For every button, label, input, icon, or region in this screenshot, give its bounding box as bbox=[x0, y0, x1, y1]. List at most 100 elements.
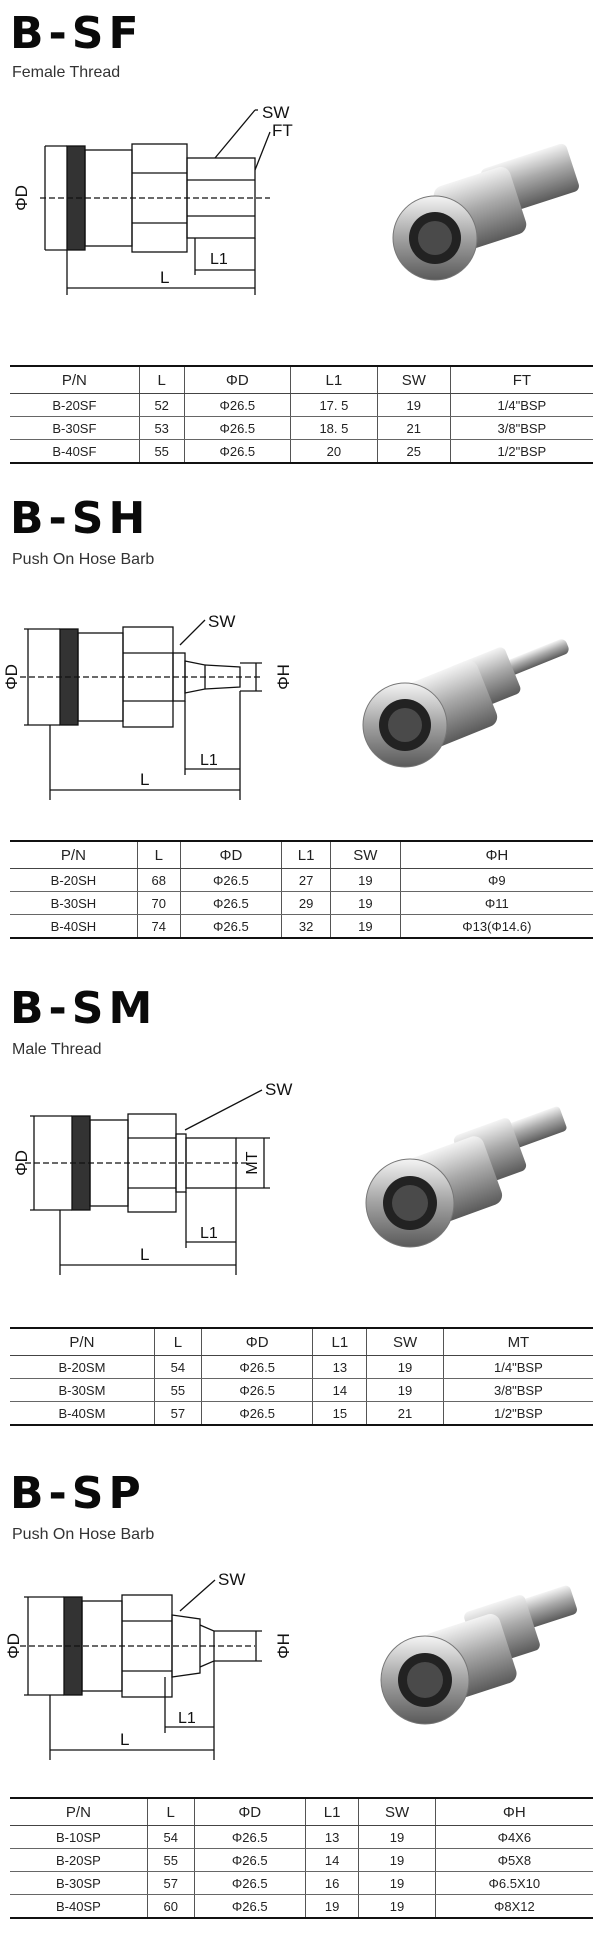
section-title: B-SF bbox=[10, 8, 144, 59]
cell: B-20SP bbox=[10, 1848, 148, 1872]
header-d: ΦD bbox=[183, 365, 291, 394]
dim-l1-label: L1 bbox=[200, 1225, 218, 1242]
cell: Φ26.5 bbox=[183, 393, 291, 417]
section-subtitle: Push On Hose Barb bbox=[12, 1526, 155, 1543]
cell: B-20SH bbox=[10, 868, 138, 892]
header-h: ΦH bbox=[399, 840, 593, 869]
dim-sw-label: SW bbox=[218, 1570, 245, 1589]
product-photo-b-sp bbox=[380, 1585, 578, 1725]
cell: Φ26.5 bbox=[183, 416, 291, 440]
header-mt: MT bbox=[442, 1327, 593, 1356]
cell: Φ26.5 bbox=[179, 914, 282, 939]
cell: 21 bbox=[376, 416, 451, 440]
cell: 19 bbox=[366, 1378, 444, 1402]
cell: Φ5X8 bbox=[434, 1848, 593, 1872]
cell: Φ26.5 bbox=[179, 891, 282, 915]
cell: 19 bbox=[366, 1355, 444, 1379]
cell: 1/4"BSP bbox=[449, 393, 593, 417]
cell: 32 bbox=[281, 914, 331, 939]
cell: 3/8"BSP bbox=[449, 416, 593, 440]
cell: 21 bbox=[366, 1401, 444, 1426]
dim-ft-label: FT bbox=[272, 121, 293, 140]
cell: 14 bbox=[312, 1378, 367, 1402]
dim-l-label: L bbox=[140, 1245, 149, 1264]
dim-sw-label: SW bbox=[265, 1080, 292, 1099]
cell: 29 bbox=[281, 891, 331, 915]
cell: Φ26.5 bbox=[179, 868, 282, 892]
cell: 1/2"BSP bbox=[442, 1401, 593, 1426]
dim-sw-label: SW bbox=[262, 103, 289, 122]
cell: B-10SP bbox=[10, 1825, 148, 1849]
dim-h-label: ΦH bbox=[274, 1633, 293, 1659]
cell: 19 bbox=[358, 1848, 436, 1872]
cell: 19 bbox=[358, 1871, 436, 1895]
section-b-sm: B-SM Male Thread ΦD L L1 SW MT bbox=[0, 975, 600, 1445]
dim-d-label: ΦD bbox=[2, 664, 21, 690]
section-title: B-SM bbox=[10, 983, 158, 1034]
cell: 60 bbox=[146, 1894, 195, 1919]
cell: B-30SH bbox=[10, 891, 138, 915]
section-title: B-SH bbox=[10, 493, 151, 544]
header-pn: P/N bbox=[10, 1327, 155, 1356]
table-header-row: P/N L ΦD L1 SW FT bbox=[10, 365, 593, 394]
cell: 3/8"BSP bbox=[442, 1378, 593, 1402]
cell: 1/2"BSP bbox=[449, 439, 593, 464]
dim-l-label: L bbox=[140, 770, 149, 789]
cell: Φ26.5 bbox=[200, 1378, 313, 1402]
header-sw: SW bbox=[366, 1327, 444, 1356]
section-b-sf: B-SF Female Thread ΦD L L1 SW FT bbox=[0, 0, 600, 480]
technical-drawing-b-sf: ΦD L L1 SW FT bbox=[12, 103, 293, 295]
dim-sw-label: SW bbox=[208, 612, 235, 631]
cell: Φ26.5 bbox=[200, 1355, 313, 1379]
cell: B-30SF bbox=[10, 416, 140, 440]
header-sw: SW bbox=[376, 365, 451, 394]
cell: Φ13(Φ14.6) bbox=[399, 914, 593, 939]
cell: 19 bbox=[376, 393, 451, 417]
cell: 68 bbox=[136, 868, 181, 892]
header-l: L bbox=[146, 1797, 195, 1826]
header-d: ΦD bbox=[179, 840, 282, 869]
cell: B-20SF bbox=[10, 393, 140, 417]
dim-l1-label: L1 bbox=[178, 1710, 196, 1727]
cell: 19 bbox=[304, 1894, 359, 1919]
cell: Φ26.5 bbox=[183, 439, 291, 464]
table-header-row: P/N L ΦD L1 SW ΦH bbox=[10, 1797, 593, 1826]
header-l: L bbox=[153, 1327, 202, 1356]
cell: 57 bbox=[146, 1871, 195, 1895]
dim-l-label: L bbox=[120, 1730, 129, 1749]
cell: B-40SH bbox=[10, 914, 138, 939]
section-subtitle: Female Thread bbox=[12, 64, 121, 81]
cell: 54 bbox=[146, 1825, 195, 1849]
header-d: ΦD bbox=[193, 1797, 306, 1826]
header-l1: L1 bbox=[304, 1797, 359, 1826]
cell: 18. 5 bbox=[290, 416, 378, 440]
header-pn: P/N bbox=[10, 840, 138, 869]
section-subtitle: Male Thread bbox=[12, 1041, 102, 1058]
header-l1: L1 bbox=[290, 365, 378, 394]
cell: 14 bbox=[304, 1848, 359, 1872]
technical-drawing-b-sh: ΦD L L1 SW ΦH bbox=[2, 612, 293, 800]
cell: Φ8X12 bbox=[434, 1894, 593, 1919]
section-b-sp: B-SP Push On Hose Barb ΦD L L1 SW ΦH bbox=[0, 1460, 600, 1957]
header-sw: SW bbox=[358, 1797, 436, 1826]
product-photo-b-sf bbox=[392, 143, 579, 281]
header-l: L bbox=[136, 840, 181, 869]
header-l: L bbox=[138, 365, 185, 394]
product-photo-b-sh bbox=[362, 639, 569, 768]
header-d: ΦD bbox=[200, 1327, 313, 1356]
cell: 57 bbox=[153, 1401, 202, 1426]
cell: 54 bbox=[153, 1355, 202, 1379]
cell: B-40SF bbox=[10, 439, 140, 464]
